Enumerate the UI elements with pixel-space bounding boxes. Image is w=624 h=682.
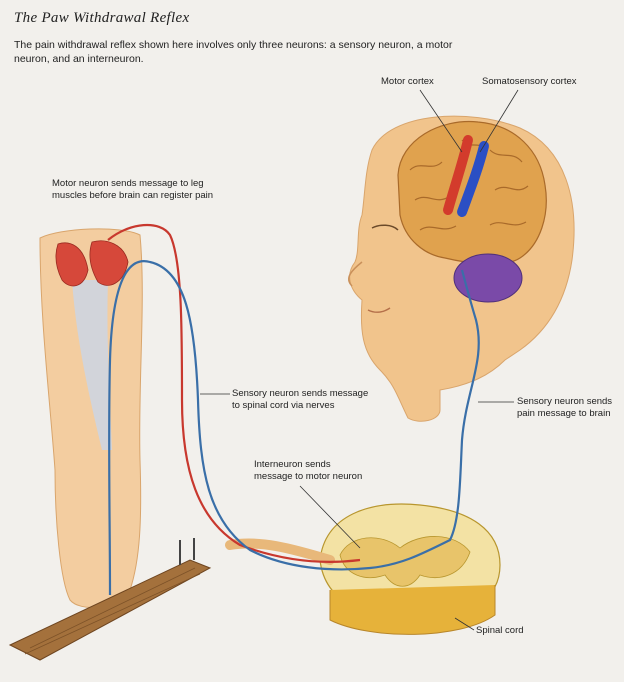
leader-spinal: [454, 617, 475, 631]
brain-folds: [409, 139, 529, 231]
leader-somatosensory: [479, 89, 519, 153]
label-sensory-spinal-line-2: to spinal cord via nerves: [232, 400, 335, 411]
label-interneuron-line-2: message to motor neuron: [254, 471, 363, 482]
intro-text: The pain withdrawal reflex shown here in…: [14, 39, 453, 65]
sensory-neuron-path: [108, 260, 480, 596]
label-interneuron: Interneuron sends message to motor neuro…: [254, 459, 362, 483]
nose: [348, 261, 363, 287]
label-motor-neuron-line-1: Motor neuron sends message to leg: [52, 178, 204, 189]
label-motor-neuron: Motor neuron sends message to leg muscle…: [52, 178, 213, 202]
leader-interneuron: [299, 485, 361, 549]
spinal-cord-base: [329, 585, 496, 635]
somatosensory-cortex-strip: [457, 141, 489, 217]
label-somatosensory-cortex: Somatosensory cortex: [482, 76, 577, 87]
leg-muscle-right: [89, 240, 129, 286]
mouth: [367, 307, 391, 313]
leader-motor-cortex: [419, 89, 463, 153]
cerebellum: [453, 253, 523, 303]
leg-muscle-left: [55, 242, 89, 287]
shin-bone: [72, 280, 112, 450]
label-interneuron-line-1: Interneuron sends: [254, 459, 331, 470]
label-sensory-spinal-line-1: Sensory neuron sends message: [232, 388, 369, 399]
eye: [371, 224, 399, 231]
label-spinal-cord: Spinal cord: [476, 625, 524, 636]
board-grain: [24, 567, 201, 655]
label-sensory-brain-line-2: pain message to brain: [517, 408, 611, 419]
diagram-title: The Paw Withdrawal Reflex: [14, 10, 190, 26]
label-sensory-spinal: Sensory neuron sends message to spinal c…: [232, 388, 368, 412]
label-motor-neuron-line-2: muscles before brain can register pain: [52, 190, 214, 201]
label-sensory-brain-line-1: Sensory neuron sends: [517, 396, 613, 407]
label-motor-cortex: Motor cortex: [381, 76, 434, 87]
motor-neuron-path: [107, 223, 361, 563]
label-sensory-brain: Sensory neuron sends pain message to bra…: [517, 396, 612, 420]
motor-cortex-strip: [443, 135, 473, 215]
